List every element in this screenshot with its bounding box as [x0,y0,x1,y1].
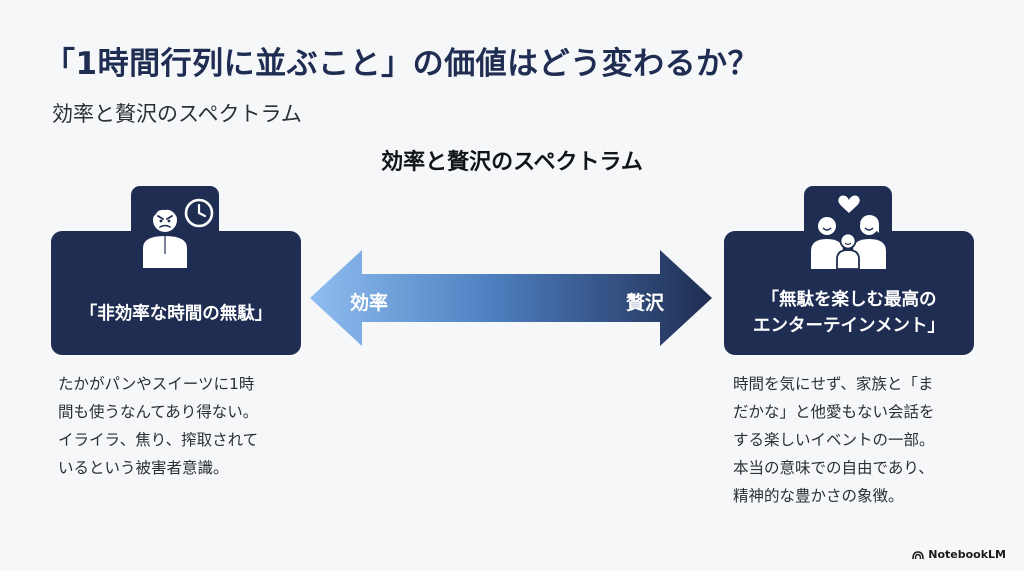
card-label-line-1: 「無駄を楽しむ最高の [761,289,937,310]
description-line: 本当の意味での自由であり、 [733,459,934,477]
description-line: イライラ、焦り、搾取されて [58,431,259,449]
inefficient-description: たかがパンやスイーツに1時 間も使うなんてあり得ない。 イライラ、焦り、搾取され… [58,370,258,482]
brand-name: NotebookLM [928,548,1006,561]
card-label: 「非効率な時間の無駄」 [79,303,273,324]
description-line: する楽しいイベントの一部。 [733,431,935,449]
luxury-label: 贅沢 [626,292,665,314]
frustrated-person-with-clock-icon [143,198,214,268]
spectrum-double-arrow [310,250,712,346]
description-line: 間も使うなんてあり得ない。 [58,403,259,421]
page-title: 「1時間行列に並ぶこと」の価値はどう変わるか？ [44,46,760,82]
description-line: 時間を気にせず、家族と「ま [733,375,934,393]
family-with-heart-icon [811,195,886,269]
luxury-description: 時間を気にせず、家族と「ま だかな」と他愛もない会話を する楽しいイベントの一部… [733,370,935,510]
card-label-line-2: エンターテインメント」 [753,316,945,336]
description-line: だかな」と他愛もない会話を [733,403,935,421]
description-line: たかがパンやスイーツに1時 [58,375,255,393]
brand-watermark: NotebookLM [912,548,1006,561]
notebooklm-logo-icon [912,550,925,559]
page-subtitle: 効率と贅沢のスペクトラム [52,102,302,126]
spectrum-heading: 効率と贅沢のスペクトラム [381,150,643,175]
efficiency-label: 効率 [350,292,389,314]
description-line: いるという被害者意識。 [58,459,229,477]
description-line: 精神的な豊かさの象徴。 [733,487,904,505]
